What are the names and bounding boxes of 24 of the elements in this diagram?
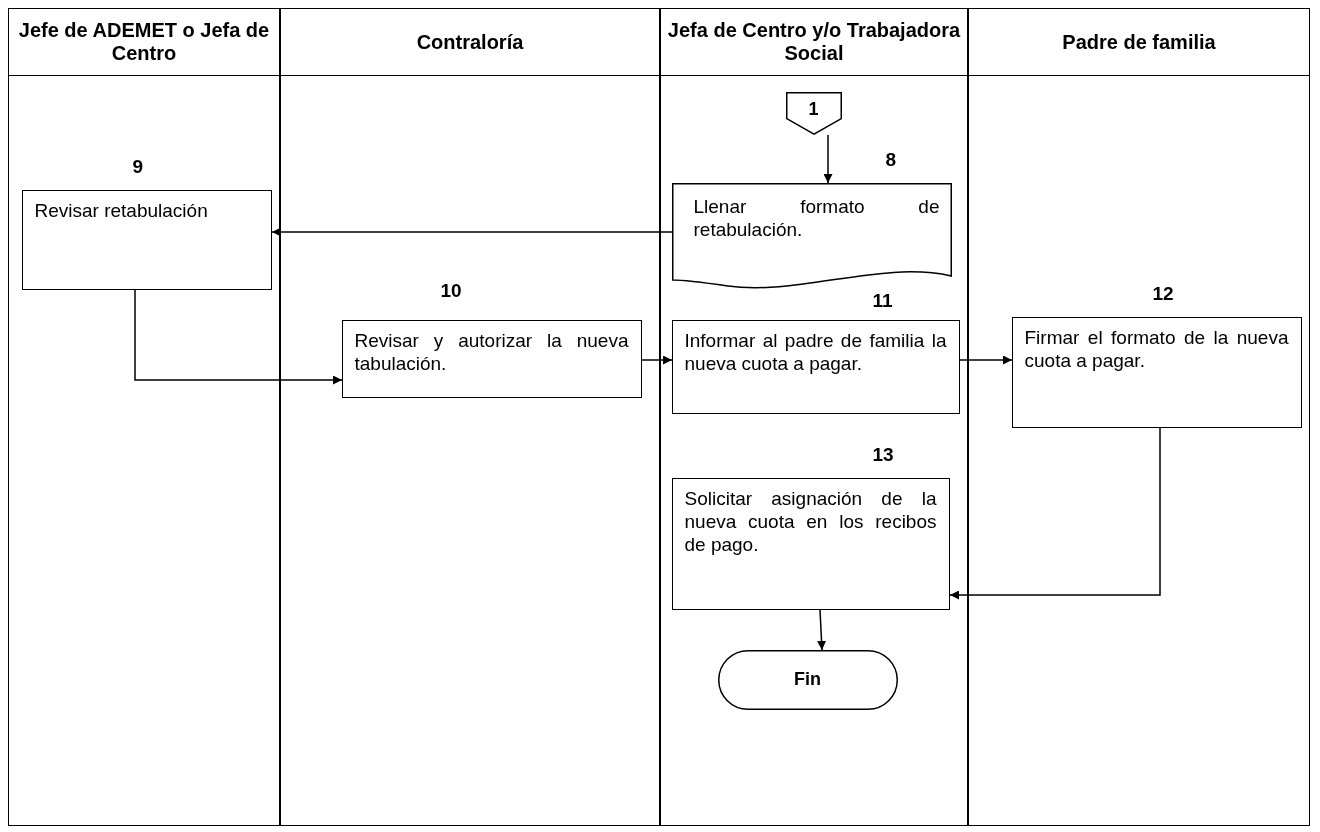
swimlane xyxy=(660,8,968,826)
lane-header: Jefa de Centro y/o Trabajadora Social xyxy=(661,9,967,76)
connector-number: 1 xyxy=(808,98,819,120)
lane-header: Jefe de ADEMET o Jefa de Centro xyxy=(9,9,279,76)
swimlane xyxy=(8,8,280,826)
step-number: 9 xyxy=(132,154,144,178)
arrow xyxy=(823,134,833,184)
step-number: 10 xyxy=(440,278,462,302)
step-number: 11 xyxy=(872,288,893,312)
arrow xyxy=(641,355,673,365)
step-number: 8 xyxy=(885,148,897,171)
arrow xyxy=(817,609,827,651)
arrow xyxy=(949,427,1161,600)
swimlane xyxy=(280,8,660,826)
step-number: 13 xyxy=(872,442,894,466)
arrow xyxy=(134,289,343,385)
swimlane xyxy=(968,8,1310,826)
arrow xyxy=(959,355,1013,365)
end-label: Fin xyxy=(794,669,821,690)
lane-header: Contraloría xyxy=(281,9,659,76)
arrow xyxy=(271,227,673,237)
lane-header: Padre de familia xyxy=(969,9,1309,76)
process-text: Llenar formato de retabulación. xyxy=(693,194,940,241)
step-number: 12 xyxy=(1152,281,1174,305)
